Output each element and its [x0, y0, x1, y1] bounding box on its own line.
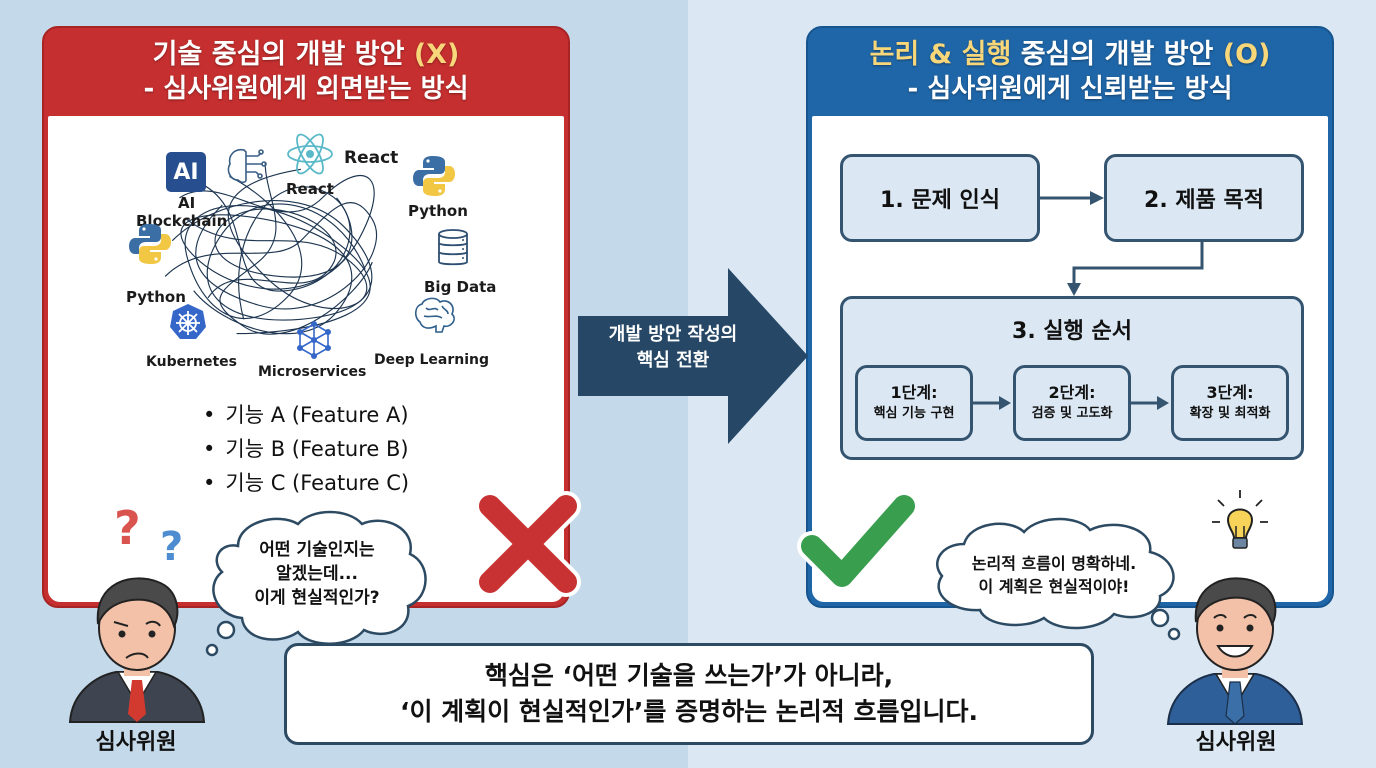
flow-step-problem-recognition: 1. 문제 인식	[840, 154, 1040, 242]
reviewer-label-right: 심사위원	[1195, 730, 1277, 755]
key-message-line: 핵심은 ‘어떤 기술을 쓰는가’가 아니라,	[484, 661, 894, 690]
database-icon	[438, 229, 468, 266]
flow-step-product-purpose: 2. 제품 목적	[1104, 154, 1304, 242]
brain-icon	[414, 297, 455, 333]
thought-bubble-left	[205, 510, 427, 657]
ai-icon: AI	[166, 152, 206, 192]
tech-label-big-data: Big Data	[424, 278, 497, 296]
thought-text-left: 어떤 기술인지는 알겠는데... 이게 현실적인가?	[254, 540, 380, 608]
tech-label-python-left: Python	[126, 288, 186, 306]
svg-text:?: ?	[160, 524, 183, 570]
center-transition-arrow	[578, 268, 808, 444]
svg-text:?: ?	[114, 501, 141, 555]
right-panel-subtitle: - 심사위원에게 신뢰받는 방식	[907, 74, 1233, 104]
happy-reviewer-avatar	[1166, 577, 1304, 725]
check-icon	[797, 491, 919, 591]
key-message-box: 핵심은 ‘어떤 기술을 쓰는가’가 아니라, ‘이 계획이 현실적인가’를 증명…	[284, 643, 1094, 745]
stage-box-2: 2단계: 검증 및 고도화	[1013, 365, 1131, 441]
flow-arrows	[1040, 191, 1204, 296]
left-panel-header: 기술 중심의 개발 방안 (X) - 심사위원에게 외면받는 방식	[44, 28, 568, 116]
feature-item: 기능 C (Feature C)	[203, 466, 409, 500]
arrow-head-icon	[1067, 283, 1081, 296]
tech-label-blockchain: Blockchain	[136, 212, 228, 230]
left-panel-subtitle: - 심사위원에게 외면받는 방식	[143, 74, 469, 104]
center-arrow-label: 개발 방안 작성의 핵심 전환	[608, 324, 738, 371]
cross-icon	[475, 491, 581, 597]
brain-circuit-icon	[227, 148, 267, 184]
thought-text-right: 논리적 흐름이 명확하네. 이 계획은 현실적이야!	[971, 554, 1137, 596]
feature-item: 기능 A (Feature A)	[203, 398, 409, 432]
react-atom-icon	[287, 133, 333, 175]
tech-label-deep-learning: Deep Learning	[374, 352, 490, 368]
tech-label-ai: AI	[178, 194, 196, 212]
python-logo-icon	[129, 224, 171, 264]
flow-step-execution-order: 3. 실행 순서 1단계: 핵심 기능 구현 2단계: 검증 및 고도화 3단계…	[840, 296, 1304, 460]
key-message-line: ‘이 계획이 현실적인가’를 증명하는 논리적 흐름입니다.	[399, 697, 978, 726]
correct-mark: (O)	[1222, 39, 1271, 70]
tangled-lines-illustration	[164, 162, 378, 335]
arrow-head-icon	[1157, 396, 1169, 410]
tech-label-react: React	[286, 180, 334, 198]
right-panel-header: 논리 & 실행 중심의 개발 방안 (O) - 심사위원에게 신뢰받는 방식	[808, 28, 1332, 116]
lightbulb-icon	[1212, 490, 1268, 549]
left-panel-wrong-approach: 기술 중심의 개발 방안 (X) - 심사위원에게 외면받는 방식 AI	[42, 26, 570, 608]
question-marks-icon: ? ?	[114, 501, 183, 570]
reviewer-label-left: 심사위원	[95, 730, 177, 755]
arrow-head-icon	[999, 396, 1011, 410]
thought-bubble-right	[936, 517, 1181, 641]
right-panel-title: 논리 & 실행 중심의 개발 방안 (O)	[869, 39, 1271, 70]
left-panel-title: 기술 중심의 개발 방안 (X)	[152, 39, 460, 70]
python-logo-icon	[413, 156, 455, 196]
execution-order-title: 3. 실행 순서	[1012, 319, 1132, 344]
feature-list: 기능 A (Feature A) 기능 B (Feature B) 기능 C (…	[203, 398, 409, 500]
stage-arrows	[973, 396, 1169, 410]
feature-item: 기능 B (Feature B)	[203, 432, 409, 466]
wrong-mark: (X)	[413, 39, 460, 70]
stage-box-3: 3단계: 확장 및 최적화	[1171, 365, 1289, 441]
tech-label-react-large: React	[344, 148, 399, 168]
tech-label-kubernetes: Kubernetes	[146, 354, 237, 370]
tech-label-python-right: Python	[408, 202, 468, 220]
kubernetes-logo-icon	[170, 304, 206, 339]
left-panel-body: AI React React AI Blockchain Python Pyth…	[48, 116, 564, 602]
tech-label-microservices: Microservices	[258, 364, 367, 380]
arrow-head-icon	[1090, 191, 1104, 205]
confused-reviewer-avatar	[68, 577, 206, 723]
stage-box-1: 1단계: 핵심 기능 구현	[855, 365, 973, 441]
microservices-network-icon	[297, 321, 331, 359]
